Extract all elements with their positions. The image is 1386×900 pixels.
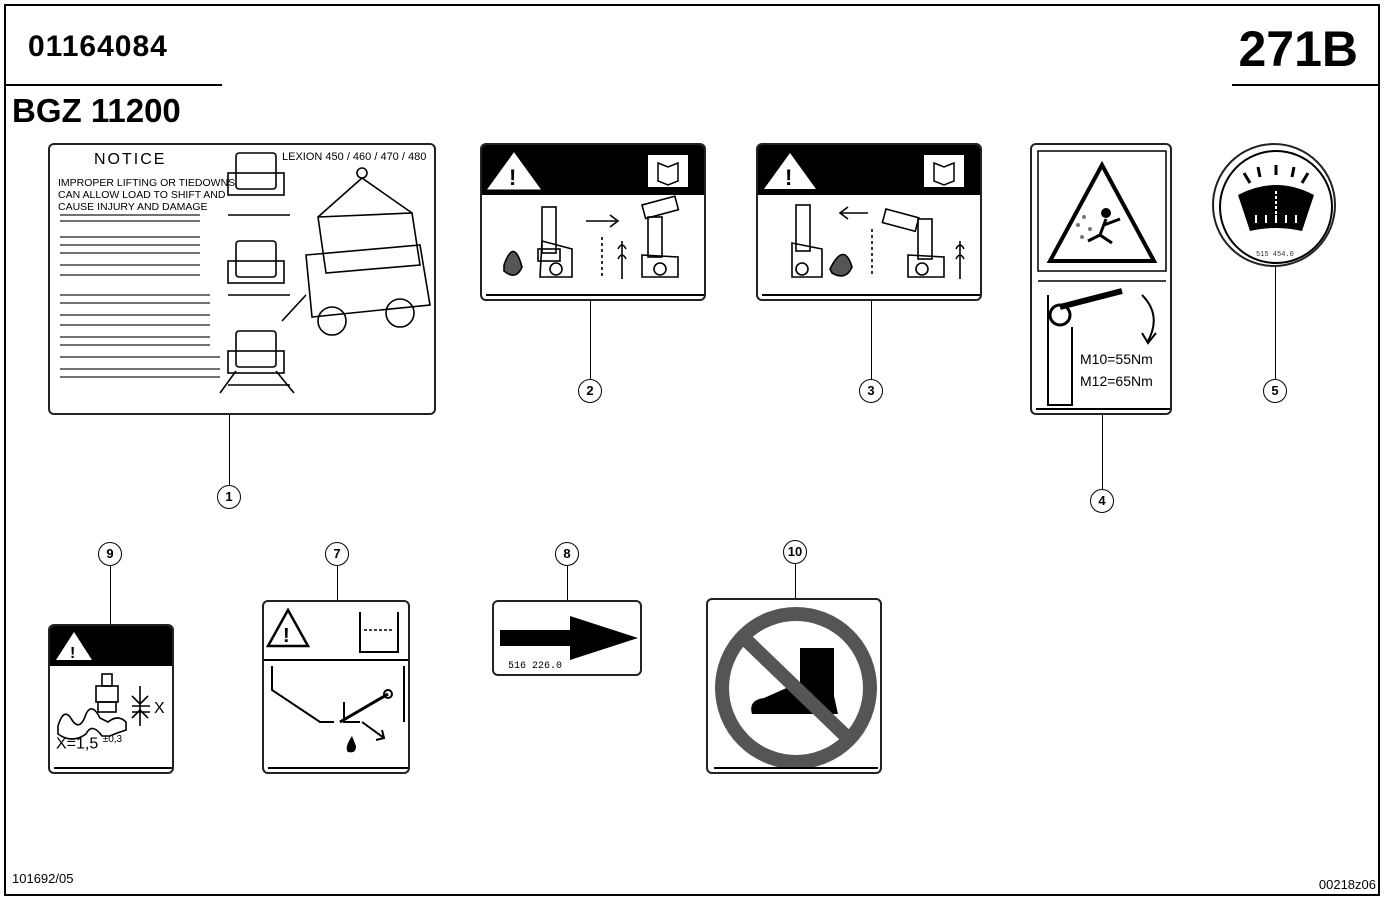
washer-code: 515 454.0	[1256, 251, 1294, 259]
callout-10[interactable]: 10	[783, 540, 807, 564]
footer-right-code: 00218z06	[1318, 877, 1376, 892]
decal-drain[interactable]: !	[262, 600, 410, 774]
decal-sensor-left[interactable]: !	[480, 143, 706, 301]
decal-10-pictogram	[714, 607, 878, 769]
leader-5	[1275, 267, 1277, 379]
notice-illustration	[60, 152, 431, 394]
decal-4-pictogram	[1036, 150, 1170, 410]
decal-8-pictogram	[500, 616, 638, 660]
header-rule-left	[4, 84, 222, 86]
decal-washer-fluid[interactable]: 515 454.0	[1212, 143, 1336, 267]
decal-2-pictogram: !	[482, 145, 704, 296]
part-number: 01164084	[28, 30, 168, 63]
notice-warning-line-3: CAUSE INJURY AND DAMAGE	[58, 201, 208, 213]
callout-3[interactable]: 3	[859, 379, 883, 403]
leader-8	[567, 566, 569, 600]
svg-text:!: !	[509, 165, 516, 190]
decal-gap-setting[interactable]: ! X X=1,5 ±0,3	[48, 624, 174, 774]
decal-7-pictogram: !	[264, 607, 408, 769]
leader-7	[337, 566, 339, 600]
arrow-code: 516 226.0	[508, 661, 563, 672]
torque-m12: M12=65Nm	[1080, 373, 1153, 389]
gap-x-label: X	[154, 700, 165, 717]
svg-text:!: !	[70, 645, 75, 662]
decal-notice-lifting[interactable]: NOTICE LEXION 450 / 460 / 470 / 480 IMPR…	[48, 143, 436, 415]
decal-no-step[interactable]	[706, 598, 882, 774]
gap-value: X=1,5	[56, 735, 99, 753]
callout-4[interactable]: 4	[1090, 489, 1114, 513]
notice-warning-line-1: IMPROPER LIFTING OR TIEDOWNS	[58, 177, 236, 189]
decal-9-pictogram: !	[50, 626, 172, 769]
decal-5-pictogram	[1219, 150, 1333, 264]
leader-9	[110, 566, 112, 624]
subassembly-code: BGZ 11200	[12, 92, 181, 129]
callout-7[interactable]: 7	[325, 542, 349, 566]
drawing-frame	[4, 4, 1380, 896]
group-code: 271B	[1238, 21, 1358, 77]
callout-9[interactable]: 9	[98, 542, 122, 566]
callout-1[interactable]: 1	[217, 485, 241, 509]
svg-text:!: !	[785, 165, 792, 190]
svg-text:!: !	[283, 625, 290, 647]
footer-left-code: 101692/05	[12, 871, 74, 886]
decal-arrow[interactable]: 516 226.0	[492, 600, 642, 676]
callout-5[interactable]: 5	[1263, 379, 1287, 403]
decal-sensor-right[interactable]: !	[756, 143, 982, 301]
notice-model: LEXION 450 / 460 / 470 / 480	[282, 151, 427, 163]
notice-warning: IMPROPER LIFTING OR TIEDOWNS CAN ALLOW L…	[58, 177, 235, 213]
leader-1	[229, 415, 231, 485]
notice-warning-line-2: CAN ALLOW LOAD TO SHIFT AND	[58, 189, 226, 201]
leader-4	[1102, 415, 1104, 489]
notice-title: NOTICE	[94, 151, 167, 168]
leader-2	[590, 301, 592, 379]
leader-10	[795, 564, 797, 598]
decal-3-pictogram: !	[758, 145, 980, 296]
torque-m10: M10=55Nm	[1080, 351, 1153, 367]
gap-tolerance: ±0,3	[102, 734, 123, 745]
decal-torque[interactable]: M10=55Nm M12=65Nm	[1030, 143, 1172, 415]
gap-formula: X=1,5 ±0,3	[56, 734, 122, 753]
leader-3	[871, 301, 873, 379]
header-rule-right	[1232, 84, 1380, 86]
callout-8[interactable]: 8	[555, 542, 579, 566]
callout-2[interactable]: 2	[578, 379, 602, 403]
